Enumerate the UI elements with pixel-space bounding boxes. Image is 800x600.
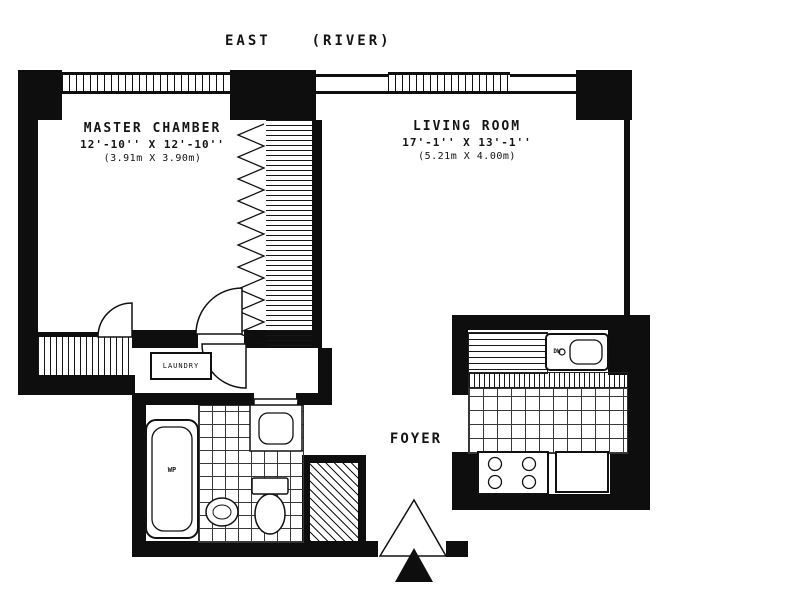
wall-bottom-left [18, 375, 135, 395]
wall-top-right-corner [576, 70, 632, 120]
living-room-name: LIVING ROOM [412, 119, 522, 134]
wall-closet2-left [302, 455, 310, 545]
master-chamber-dims: 12'-10'' X 12'-10'' [80, 137, 225, 151]
wall-top-thin-left [316, 74, 388, 94]
foyer-closet-shelves [310, 463, 358, 541]
hall-door-swing [201, 343, 247, 389]
bathroom-sink-basin [212, 504, 232, 520]
wall-kitchen-block-sink [608, 315, 650, 375]
toilet-bowl [254, 493, 286, 535]
wall-kitchen-block-left [452, 452, 478, 510]
kitchen-floor-tiles [468, 388, 628, 454]
master-door-swing [195, 287, 243, 335]
foyer-label: FOYER [389, 431, 443, 447]
kitchen-faucet [558, 348, 566, 356]
wall-closet2-top [302, 455, 364, 463]
closet-tall-shelves [266, 120, 312, 348]
wall-living-right [624, 120, 630, 315]
window-master [62, 72, 230, 94]
bathroom-vanity-basin [258, 412, 294, 445]
living-room-metric: (5.21m X 4.00m) [418, 151, 516, 163]
compass-direction: EAST [225, 33, 271, 49]
stove-burner [521, 474, 537, 490]
wall-foyer-divider [452, 315, 468, 395]
laundry-label: LAUNDRY [162, 362, 200, 370]
laundry-closet: LAUNDRY [150, 352, 212, 380]
compass-qualifier: (RIVER) [311, 33, 392, 49]
kitchen-counter-edge [468, 372, 628, 388]
bifold-door-zigzag [236, 123, 266, 345]
wall-bath-top-right [296, 393, 332, 405]
wall-closet-right [312, 120, 322, 348]
living-room-label: LIVING ROOM 17'-1'' X 13'-1'' (5.21m X 4… [372, 118, 562, 164]
stove [477, 451, 549, 495]
wall-top-mid-block [230, 70, 316, 120]
master-closet-door-swing [97, 302, 133, 338]
wall-left-outer [18, 70, 38, 395]
stove-burner [487, 474, 503, 490]
bathtub-inner [151, 426, 193, 532]
master-chamber-label: MASTER CHAMBER 12'-10'' X 12'-10'' (3.91… [55, 120, 250, 166]
wall-top-thin-right [510, 74, 576, 94]
living-room-dims: 17'-1'' X 13'-1'' [402, 135, 532, 149]
window-living [388, 72, 510, 94]
dishwasher-label: DW [553, 348, 561, 355]
kitchen-counter [555, 451, 609, 493]
wall-hall-right [318, 348, 332, 396]
master-chamber-name: MASTER CHAMBER [83, 121, 222, 136]
compass-title: EAST (RIVER) [225, 32, 395, 51]
wall-kitchen-block-right [610, 452, 650, 510]
kitchen-sink-basin [569, 339, 603, 365]
stove-burner [521, 456, 537, 472]
wall-bath-left [132, 393, 146, 555]
wall-kitchen-top [452, 315, 630, 330]
wall-master-bottom-left [132, 330, 198, 348]
wall-bottom-entry-right [446, 541, 468, 557]
wall-bottom-main [132, 541, 378, 557]
wall-kitchen-bottom [452, 494, 650, 510]
wall-closet2-right [358, 455, 366, 545]
master-chamber-metric: (3.91m X 3.90m) [103, 153, 202, 165]
entry-arrow-icon [395, 548, 433, 582]
toilet-tank [251, 477, 289, 495]
master-closet-shelves [38, 337, 132, 375]
wall-master-closet-top [38, 332, 132, 337]
stove-burner [487, 456, 503, 472]
entry-door-swing [378, 498, 448, 557]
tub-label: WP [167, 466, 177, 474]
wall-bath-top-left [132, 393, 254, 405]
